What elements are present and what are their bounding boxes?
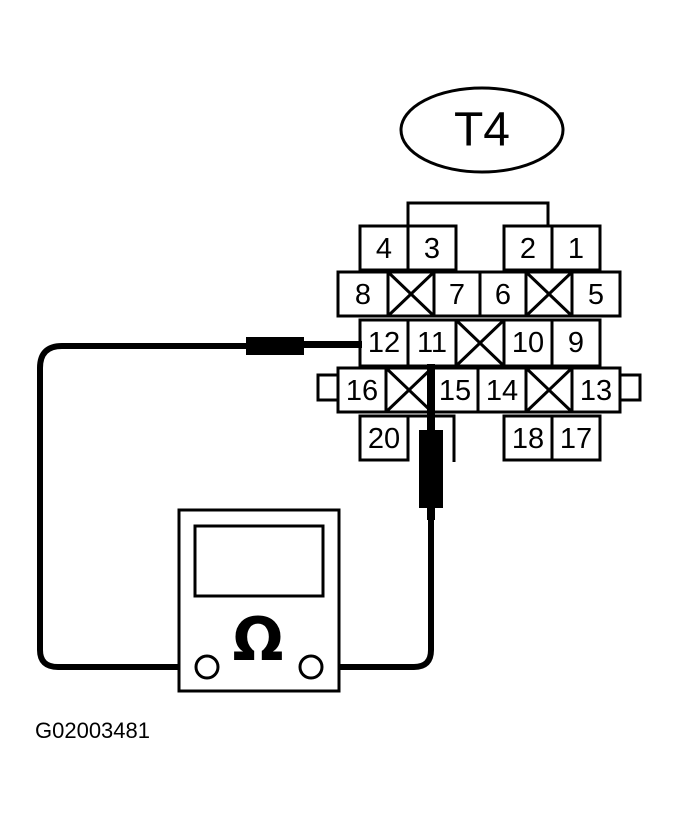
pin-18-label: 18 [512,423,544,455]
pin-12-label: 12 [368,327,400,359]
pin-10-label: 10 [512,327,544,359]
pin-15-cell [430,366,480,414]
lead-right [307,515,434,670]
connector-label-text: T4 [454,104,510,157]
pin-2-label: 2 [520,233,536,265]
pin-6-cell [478,270,528,318]
pin-3-label: 3 [424,233,440,265]
pin-18-cell [502,414,554,462]
pin-4-label: 4 [376,233,392,265]
meter-terminal-left [194,654,220,680]
pin-5-label: 5 [588,279,604,311]
ohmmeter-display [193,524,325,598]
pin-16-label: 16 [346,375,378,407]
pin-9-label: 9 [568,327,584,359]
meter-terminal-right [298,654,324,680]
test-leads [37,343,434,670]
pin-9-cell [550,318,602,368]
blank-cavity-marks [384,270,574,414]
pin-3-cell [406,224,458,272]
ohmmeter: Ω [177,508,341,693]
pin-20-cell [358,414,410,462]
probe-pin-11 [419,364,443,520]
pin-7-label: 7 [449,279,465,311]
figure-id: G02003481 [35,718,150,743]
pin-7-cell [432,270,482,318]
pin-16-cell [336,366,388,414]
pin-14-label: 14 [486,375,518,407]
pin-1-label: 1 [568,233,584,265]
probe-pin-12 [246,337,362,355]
pin-2-cell [502,224,554,272]
lead-left [37,343,251,670]
pin-11-label: 11 [417,327,447,359]
pin-20-label: 20 [368,423,400,455]
pin-17-label: 17 [560,423,592,455]
pin-6-label: 6 [495,279,511,311]
pin-8-label: 8 [355,279,371,311]
pin-13-label: 13 [580,375,612,407]
connector-t4 [316,201,642,462]
pin-numbers: 4 3 2 1 8 7 6 5 12 11 10 9 16 15 14 13 2… [346,233,612,455]
ohmmeter-icon: Ω [232,605,283,675]
pin-1-cell [550,224,602,272]
pin-13-cell [570,366,622,414]
connector-label: T4 [399,86,565,174]
pin-8-cell [336,270,390,318]
pin-17-cell [550,414,602,462]
pin-15-label: 15 [439,375,471,407]
pin-5-cell [570,270,622,318]
pin-10-cell [502,318,554,368]
pin-14-cell [476,366,528,414]
